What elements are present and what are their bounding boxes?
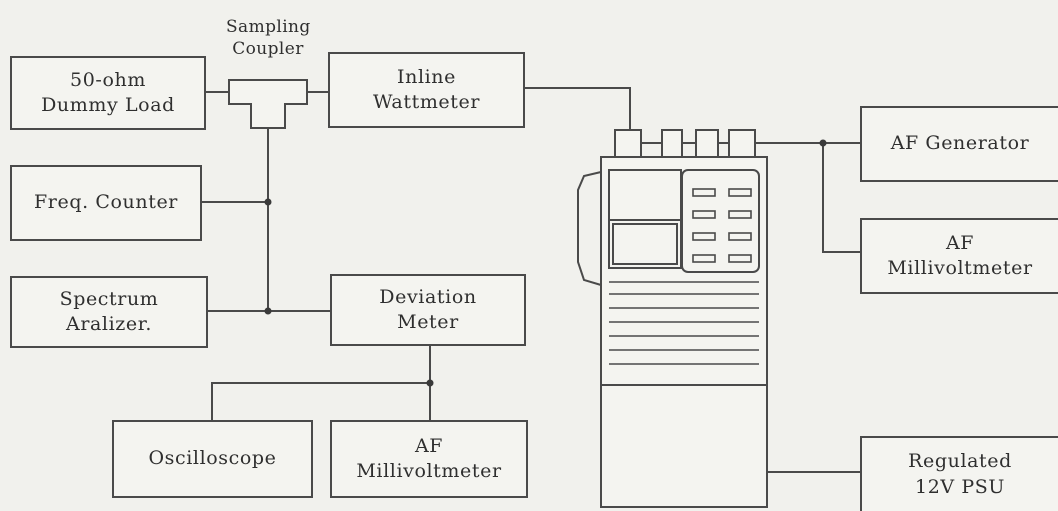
af-generator-block: AF Generator — [860, 106, 1058, 182]
wire-wattmeter-to-radio — [525, 87, 631, 130]
dummy-load-block: 50-ohm Dummy Load — [10, 56, 206, 130]
freq-counter-block: Freq. Counter — [10, 165, 202, 241]
junction-dot — [264, 307, 272, 315]
wire-to-af-millivoltmeter — [822, 143, 860, 253]
handheld-radio-icon — [577, 129, 768, 508]
inline-wattmeter-block: Inline Wattmeter — [328, 52, 525, 128]
oscilloscope-block: Oscilloscope — [112, 420, 313, 498]
wire-to-oscilloscope — [211, 382, 430, 420]
af-millivoltmeter-block: AF Millivoltmeter — [330, 420, 528, 498]
af-millivoltmeter-right-block: AF Millivoltmeter — [860, 218, 1058, 294]
regulated-psu-block: Regulated 12V PSU — [860, 436, 1058, 511]
spectrum-analyzer-block: Spectrum Aralizer. — [10, 276, 208, 348]
sampling-coupler-icon — [228, 79, 308, 129]
sampling-coupler-label: Sampling Coupler — [226, 17, 311, 60]
junction-dot — [426, 379, 434, 387]
deviation-meter-block: Deviation Meter — [330, 274, 526, 346]
junction-dot — [264, 198, 272, 206]
junction-dot — [819, 139, 827, 147]
